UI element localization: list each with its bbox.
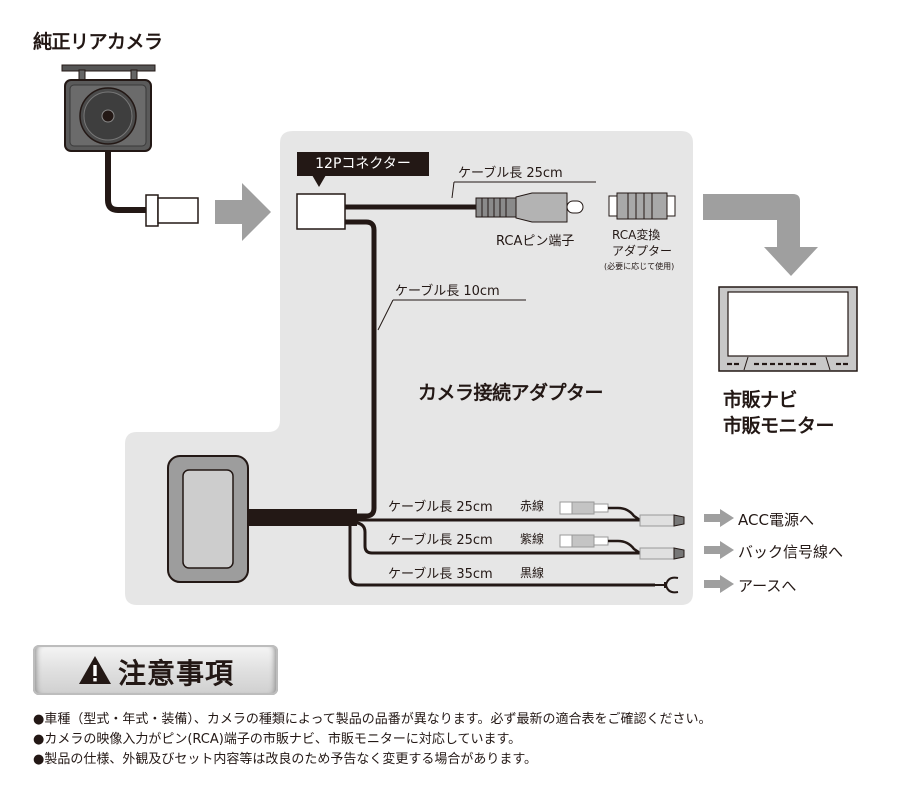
- notice-header: [33, 645, 278, 695]
- adapter-panel-background: [125, 131, 693, 605]
- branch-length: ケーブル長 25cm: [388, 533, 493, 548]
- connector-tag: 12Pコネクター: [297, 152, 429, 176]
- rca-adapter-label-1: RCA変換: [612, 228, 661, 242]
- monitor-label-monitor: 市販モニター: [723, 415, 835, 437]
- camera-title: 純正リアカメラ: [33, 31, 163, 53]
- connector-tag-pointer: [312, 175, 326, 187]
- arrow-right-icon: [704, 575, 734, 593]
- rca-conversion-adapter: [608, 192, 676, 220]
- branch-plug-2: [559, 534, 685, 560]
- arrow-down-icon: [703, 194, 818, 276]
- warning-icon: [79, 656, 111, 684]
- notice-item: ●製品の仕様、外観及びセット内容等は改良のため予告なく変更する場合があります。: [33, 752, 538, 767]
- branch-destination: バック信号線へ: [738, 543, 844, 561]
- notice-title: 注意事項: [118, 657, 235, 690]
- arrow-right-icon: [215, 183, 271, 241]
- main-cable-length: ケーブル長 10cm: [395, 284, 500, 299]
- 12p-connector: [296, 193, 346, 230]
- notice-item: ●車種（型式・年式・装備）、カメラの種類によって製品の品番が異なります。必ず最新…: [33, 712, 712, 727]
- branch-wire: 黒線: [520, 566, 545, 580]
- monitor-label-navi: 市販ナビ: [723, 389, 798, 411]
- ground-terminal-icon: [655, 576, 679, 594]
- arrow-right-icon: [704, 541, 734, 559]
- rca-adapter-label-2: アダプター: [612, 244, 673, 258]
- rca-pin-label: RCAピン端子: [496, 234, 575, 249]
- notice-item: ●カメラの映像入力がピン(RCA)端子の市販ナビ、市販モニターに対応しています。: [33, 732, 522, 747]
- branch-wire: 赤線: [520, 499, 545, 513]
- wiring-diagram: [61, 64, 858, 605]
- rca-pin-plug: [475, 192, 584, 223]
- arrow-right-icon: [704, 509, 734, 527]
- branch-plug-1: [559, 501, 685, 527]
- rca-adapter-note: (必要に応じて使用): [604, 262, 675, 271]
- branch-destination: ACC電源へ: [738, 511, 814, 529]
- rear-camera-illustration: [61, 64, 199, 227]
- branch-wire: 紫線: [520, 532, 545, 546]
- rca-cable-length: ケーブル長 25cm: [458, 166, 563, 181]
- branch-length: ケーブル長 35cm: [388, 567, 493, 582]
- notice-list: ●車種（型式・年式・装備）、カメラの種類によって製品の品番が異なります。必ず最新…: [33, 710, 712, 770]
- navi-monitor-illustration: [718, 286, 858, 372]
- branch-destination: アースへ: [738, 577, 797, 595]
- branch-length: ケーブル長 25cm: [388, 500, 493, 515]
- adapter-title: カメラ接続アダプター: [418, 382, 604, 404]
- adapter-box: [167, 455, 249, 583]
